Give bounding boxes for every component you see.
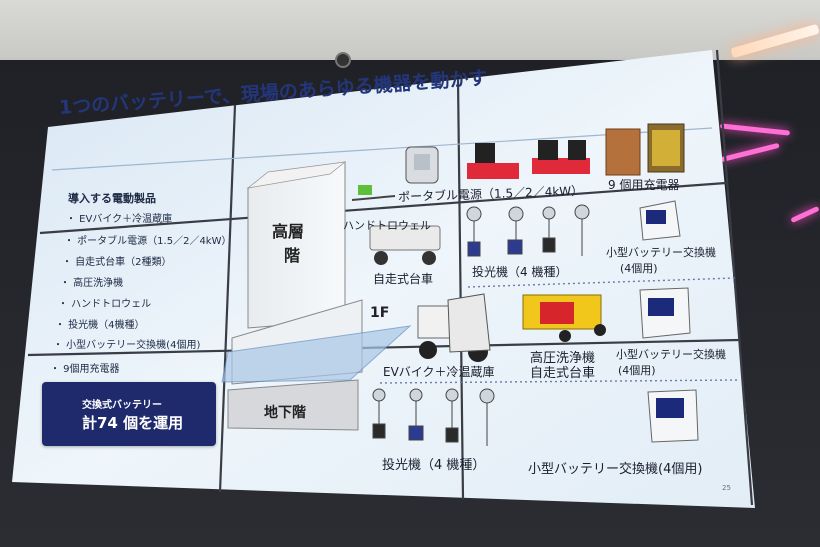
first-floor-label: 1F bbox=[370, 305, 390, 321]
page-number: 25 bbox=[722, 484, 731, 492]
battery-count-badge: 交換式バッテリー 計74 個を運用 bbox=[42, 382, 216, 446]
badge-label: 交換式バッテリー bbox=[82, 400, 162, 411]
swap-machine-label: 小型バッテリー交換機 bbox=[606, 246, 716, 259]
washer-label: 高圧洗浄機 bbox=[530, 351, 596, 366]
security-camera-icon bbox=[335, 52, 351, 68]
hand-trowel-label: ハンドトロウェル bbox=[343, 219, 431, 232]
self-cart-label-2: 自走式台車 bbox=[530, 366, 596, 381]
list-item: ・ 9個用充電器 bbox=[50, 364, 120, 375]
floodlight-label-2: 投光機（4 機種） bbox=[382, 458, 486, 473]
upper-floor-label: 階 bbox=[284, 246, 301, 265]
building-diagram bbox=[221, 161, 412, 431]
self-cart-label: 自走式台車 bbox=[373, 272, 434, 286]
upper-floor-label: 高層 bbox=[272, 222, 305, 241]
list-item: ・ ハンドトロウェル bbox=[58, 299, 152, 310]
ev-bike-label: EVバイク＋冷温蔵庫 bbox=[383, 365, 495, 379]
list-item: ・ 小型バッテリー交換機(4個用) bbox=[53, 340, 201, 351]
basement-label: 地下階 bbox=[264, 405, 306, 421]
product-images bbox=[351, 123, 699, 446]
list-item: ・ EVバイク＋冷温蔵庫 bbox=[66, 214, 173, 225]
product-list-heading: 導入する電動製品 bbox=[68, 192, 156, 205]
swap-machine-sublabel-2: (4個用) bbox=[618, 364, 656, 377]
charger9-label: 9 個用充電器 bbox=[608, 178, 680, 192]
badge-value: 計74 個を運用 bbox=[82, 414, 184, 432]
list-item: ・ 自走式台車（2種類） bbox=[62, 257, 172, 268]
list-item: ・ 高圧洗浄機 bbox=[60, 278, 124, 289]
list-item: ・ 投光機（4機種） bbox=[55, 320, 145, 331]
swap-machine-label-2: 小型バッテリー交換機 bbox=[616, 348, 726, 361]
title-underline bbox=[51, 127, 713, 171]
swap-machine-label-3: 小型バッテリー交換機(4個用) bbox=[528, 462, 703, 477]
floodlight-label: 投光機（4 機種） bbox=[472, 265, 568, 279]
list-item: ・ ポータブル電源（1.5／2／4kW） bbox=[64, 236, 232, 247]
swap-machine-sublabel: (4個用) bbox=[620, 262, 658, 275]
